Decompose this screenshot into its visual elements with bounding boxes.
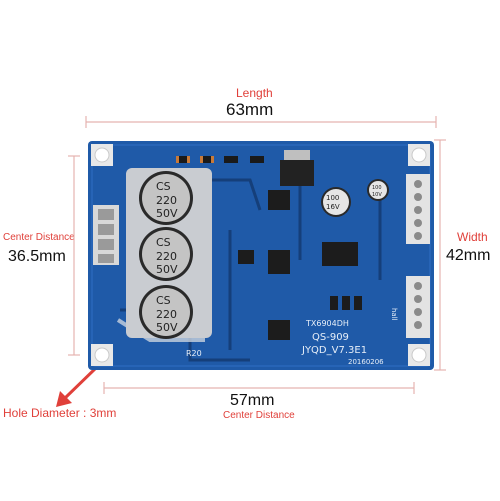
svg-text:100: 100 (372, 185, 382, 191)
right-header-bottom (406, 276, 430, 338)
right-header-top (406, 174, 430, 244)
chip-label: TX6904DH (305, 319, 349, 328)
hole-top-left (94, 147, 110, 163)
svg-text:100: 100 (326, 194, 339, 202)
tiny-capacitor: 100 10V (367, 179, 389, 201)
center-distance-left-value: 36.5mm (8, 248, 66, 265)
hole-diameter-label: Hole Diameter : 3mm (3, 406, 117, 420)
svg-text:50V: 50V (156, 263, 178, 276)
revision-label: JYQD_V7.3E1 (301, 345, 367, 356)
width-value: 42mm (446, 247, 491, 264)
hole-bottom-left (94, 347, 110, 363)
svg-text:50V: 50V (156, 321, 178, 334)
center-distance-bottom-value: 57mm (230, 392, 275, 409)
svg-text:16V: 16V (326, 203, 340, 211)
center-distance-left-label: Center Distance (3, 232, 75, 243)
capacitor-3: CS 220 50V (139, 285, 193, 339)
capacitor-2: CS 220 50V (139, 227, 193, 281)
svg-text:10V: 10V (372, 192, 382, 198)
hall-label: hall (390, 308, 398, 321)
ic-chips (238, 190, 362, 340)
length-label: Length (236, 86, 273, 100)
length-value: 63mm (226, 100, 274, 119)
voltage-regulator (280, 150, 314, 186)
width-label: Width (457, 230, 488, 244)
mounting-holes (91, 144, 430, 366)
model-label: QS-909 (312, 332, 349, 343)
center-distance-bottom-label: Center Distance (223, 410, 295, 421)
svg-text:220: 220 (156, 194, 177, 207)
svg-text:CS: CS (156, 236, 171, 249)
svg-text:CS: CS (156, 294, 171, 307)
hole-top-right (411, 147, 427, 163)
svg-text:220: 220 (156, 250, 177, 263)
svg-text:50V: 50V (156, 207, 178, 220)
date-label: 20160206 (348, 358, 384, 366)
hole-bottom-right (411, 347, 427, 363)
small-capacitor: 100 16V (321, 187, 351, 217)
resistor-label: R20 (186, 349, 202, 358)
hole-arrow (62, 364, 100, 401)
left-terminal (93, 205, 119, 265)
svg-text:220: 220 (156, 308, 177, 321)
capacitor-1: CS 220 50V (139, 171, 193, 225)
svg-text:CS: CS (156, 180, 171, 193)
